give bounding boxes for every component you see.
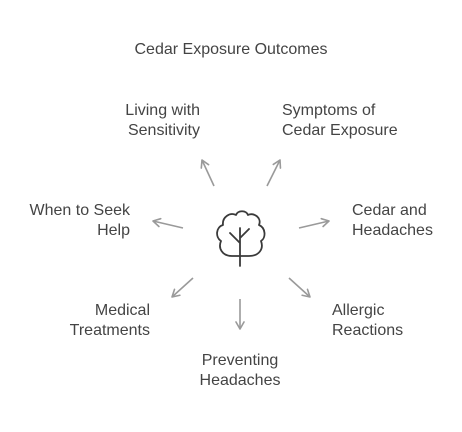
node-when-to-seek-help: When to Seek Help [29,202,131,239]
arrow-to-medical [171,277,194,298]
diagram-title: Cedar Exposure Outcomes [134,41,328,58]
node-living-with-sensitivity: Living with Sensitivity [125,102,200,139]
arrow-to-symptoms [266,159,282,187]
node-symptoms-of-cedar-exposure: Symptoms of Cedar Exposure [282,102,398,139]
node-cedar-and-headaches: Cedar and Headaches [352,202,433,239]
arrow-to-headaches [298,217,330,229]
node-medical-treatments: Medical Treatments [69,302,150,339]
tree-icon [216,210,266,267]
arrow-to-allergic [288,277,311,298]
arrow-to-living [200,159,215,187]
node-preventing-headaches: Preventing Headaches [199,352,281,389]
node-allergic-reactions: Allergic Reactions [332,302,404,339]
arrow-to-seek-help [152,217,184,229]
